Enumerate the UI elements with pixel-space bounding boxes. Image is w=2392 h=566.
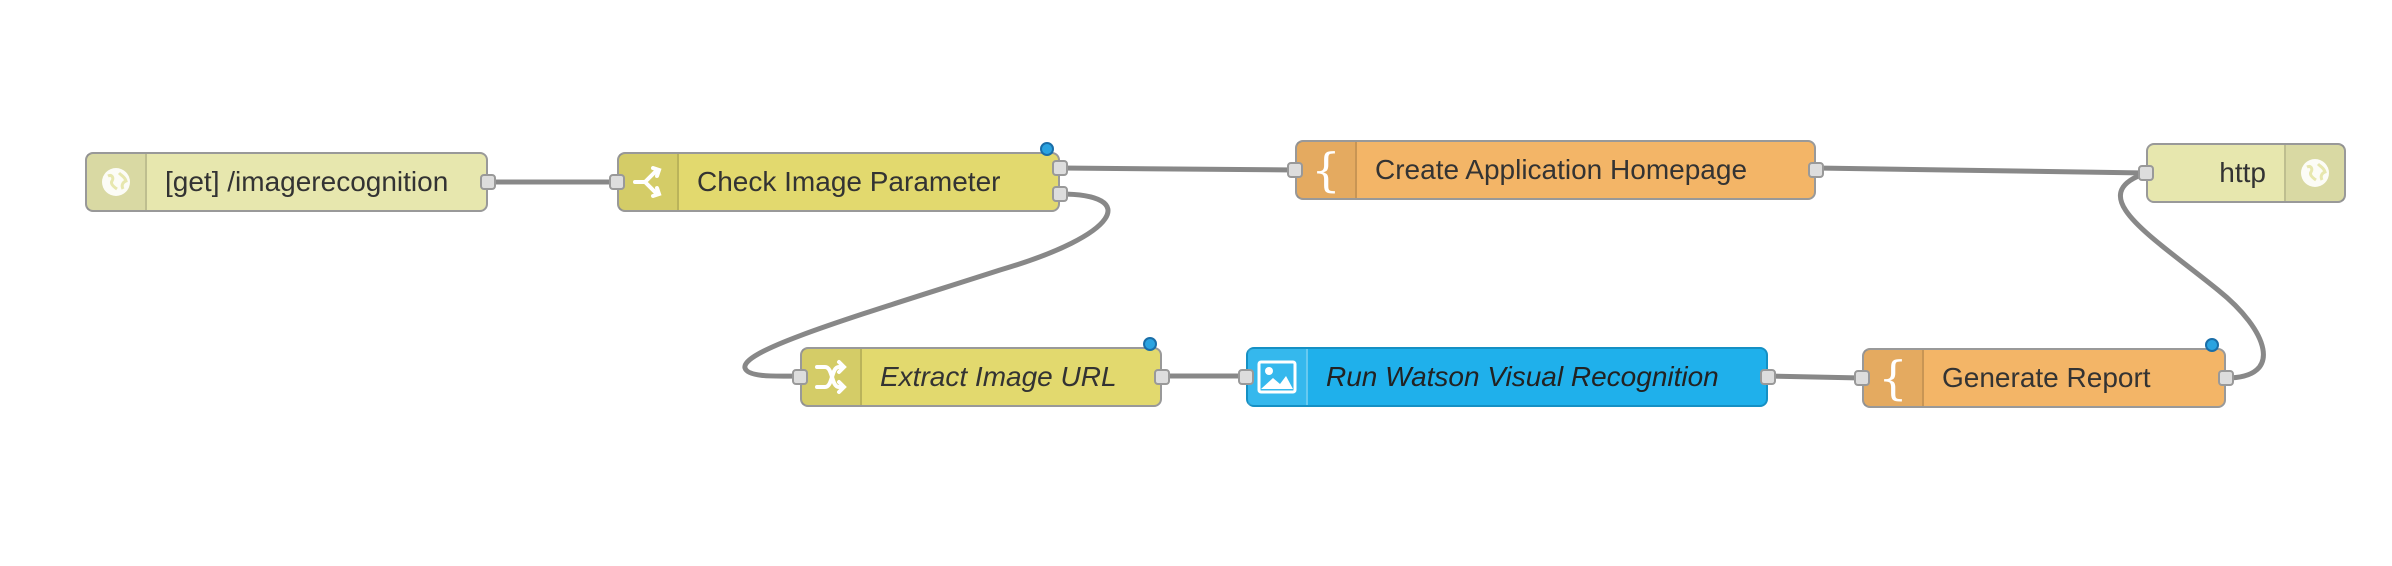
extract-url-output-port[interactable] xyxy=(1154,369,1170,385)
wire-check-param-to-extract-url[interactable] xyxy=(742,191,1111,379)
extract-url-label: Extract Image URL xyxy=(880,361,1117,392)
create-home-node[interactable]: { Create Application Homepage xyxy=(1295,140,1816,200)
generate-report-changed-dot xyxy=(2205,338,2219,352)
check-param-node[interactable]: Check Image Parameter xyxy=(617,152,1060,212)
generate-report-output-port[interactable] xyxy=(2218,370,2234,386)
wire-report-to-http[interactable] xyxy=(2118,170,2266,381)
extract-url-node[interactable]: Extract Image URL xyxy=(800,347,1162,407)
check-param-changed-dot xyxy=(1040,142,1054,156)
globe-icon xyxy=(87,154,147,210)
extract-url-changed-dot xyxy=(1143,337,1157,351)
http-in-node[interactable]: [get] /imagerecognition xyxy=(85,152,488,212)
create-home-input-port[interactable] xyxy=(1287,162,1303,178)
watson-vr-input-port[interactable] xyxy=(1238,369,1254,385)
check-param-output-port-2[interactable] xyxy=(1052,186,1068,202)
wire-watson-to-report[interactable] xyxy=(1765,373,1865,381)
http-in-label: [get] /imagerecognition xyxy=(165,166,449,197)
http-response-node[interactable]: http xyxy=(2146,143,2346,203)
brace-icon: { xyxy=(1864,350,1924,406)
http-in-output-port[interactable] xyxy=(480,174,496,190)
http-response-input-port[interactable] xyxy=(2138,165,2154,181)
check-param-output-port-1[interactable] xyxy=(1052,160,1068,176)
http-response-label: http xyxy=(2219,157,2266,188)
brace-icon: { xyxy=(1297,142,1357,198)
watson-vr-output-port[interactable] xyxy=(1760,369,1776,385)
wire-check-param-to-create-home[interactable] xyxy=(1057,165,1298,173)
switch-icon xyxy=(619,154,679,210)
check-param-label: Check Image Parameter xyxy=(697,166,1001,197)
create-home-label: Create Application Homepage xyxy=(1375,154,1748,185)
globe-icon xyxy=(2284,145,2344,201)
extract-url-input-port[interactable] xyxy=(792,369,808,385)
watson-vr-node[interactable]: Run Watson Visual Recognition xyxy=(1246,347,1768,407)
generate-report-label: Generate Report xyxy=(1942,362,2151,393)
image-icon xyxy=(1248,349,1308,405)
check-param-input-port[interactable] xyxy=(609,174,625,190)
watson-vr-label: Run Watson Visual Recognition xyxy=(1326,361,1719,392)
shuffle-icon xyxy=(802,349,862,405)
create-home-output-port[interactable] xyxy=(1808,162,1824,178)
generate-report-node[interactable]: { Generate Report xyxy=(1862,348,2226,408)
generate-report-input-port[interactable] xyxy=(1854,370,1870,386)
wire-create-home-to-http[interactable] xyxy=(1813,165,2149,176)
